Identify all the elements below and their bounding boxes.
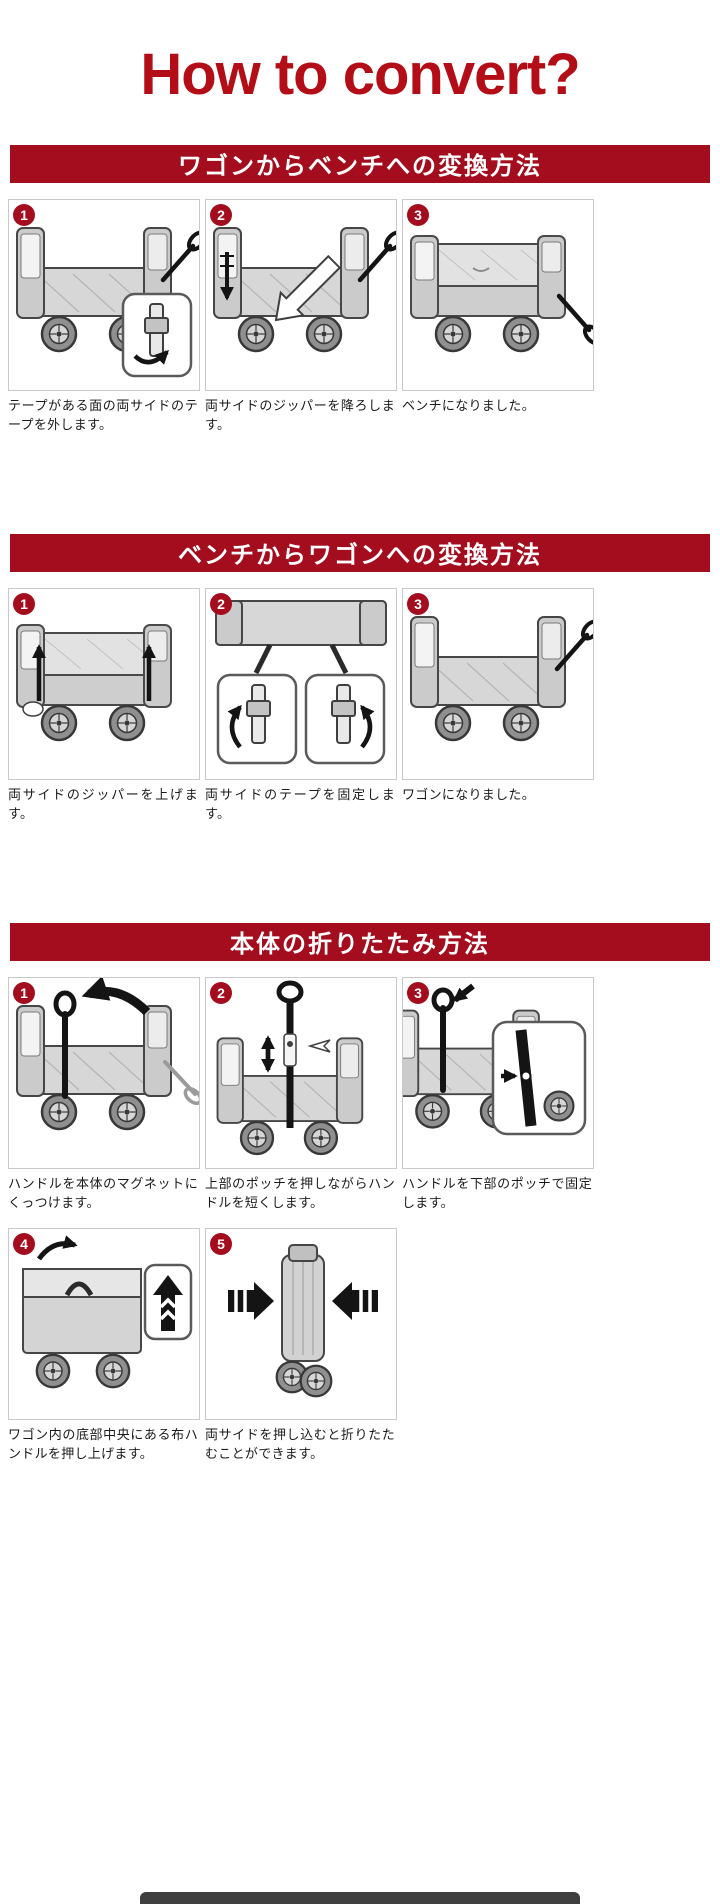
step-number-badge: 3	[407, 981, 429, 1004]
step-card: 1 ハンドルを本体のマグネットにくっつけます。	[8, 976, 200, 1216]
section-wagon-to-bench: ワゴンからベンチへの変換方法 1 テープがある面の両サイドのテープを外します。	[0, 144, 720, 438]
section-bench-to-wagon: ベンチからワゴンへの変換方法 1 両サイドのジッパーを上げます。 2	[0, 533, 720, 827]
illustration-push-sides-to-fold: 5	[205, 1227, 397, 1420]
steps-row: 1 テープがある面の両サイドのテープを外します。 2	[0, 198, 720, 438]
step-caption: 両サイドを押し込むと折りたたむことができます。	[205, 1426, 395, 1462]
step-number-badge: 1	[13, 203, 35, 226]
steps-grid: 1 ハンドルを本体のマグネットにくっつけます。 2	[0, 976, 720, 1467]
step-card: 3 ベンチになりました。	[402, 198, 594, 438]
step-caption: 上部のポッチを押しながらハンドルを短くします。	[205, 1175, 395, 1211]
illustration-converted-to-bench: 3	[402, 198, 594, 391]
step-number-badge: 1	[13, 592, 35, 615]
step-card: 3 ハンドルを下部のポッチで固定します。	[402, 976, 594, 1216]
step-number-badge: 2	[210, 592, 232, 615]
step-caption: ベンチになりました。	[402, 397, 536, 413]
illustration-fix-side-tapes: 2	[205, 587, 397, 780]
step-number-badge: 1	[13, 981, 35, 1004]
step-number-badge: 3	[407, 203, 429, 226]
illustration-converted-to-wagon: 3	[402, 587, 594, 780]
section-banner-folding: 本体の折りたたみ方法	[10, 922, 710, 961]
section-banner-bench-to-wagon: ベンチからワゴンへの変換方法	[10, 533, 710, 572]
step-number-badge: 2	[210, 981, 232, 1004]
illustration-handle-to-magnet: 1	[8, 976, 200, 1169]
section-banner-wagon-to-bench: ワゴンからベンチへの変換方法	[10, 144, 710, 183]
illustration-wagon-remove-side-tape: 1	[8, 198, 200, 391]
step-caption: ハンドルを本体のマグネットにくっつけます。	[8, 1175, 198, 1211]
step-caption: ワゴンになりました。	[402, 786, 536, 802]
page-title: How to convert?	[140, 41, 580, 107]
step-card: 5	[205, 1227, 397, 1467]
illustration-lock-handle-lower-knob: 3	[402, 976, 594, 1169]
illustration-wagon-zippers-down: 2	[205, 198, 397, 391]
step-caption: テープがある面の両サイドのテープを外します。	[8, 397, 198, 433]
step-caption: 両サイドのテープを固定します。	[205, 786, 395, 822]
step-caption: ハンドルを下部のポッチで固定します。	[402, 1175, 592, 1211]
step-card: 4 ワゴン内の底部中央にある	[8, 1227, 200, 1467]
section-folding: 本体の折りたたみ方法 1 ハンドルを本体のマグネットにくっつけます。	[0, 922, 720, 1467]
illustration-press-upper-knob: 2	[205, 976, 397, 1169]
step-card: 1 両サイドのジッパーを上げます。	[8, 587, 200, 827]
steps-row: 1 両サイドのジッパーを上げます。 2	[0, 587, 720, 827]
step-number-badge: 2	[210, 203, 232, 226]
step-card: 1 テープがある面の両サイドのテープを外します。	[8, 198, 200, 438]
step-number-badge: 4	[13, 1232, 35, 1255]
step-caption: 両サイドのジッパーを上げます。	[8, 786, 198, 822]
step-card: 2	[205, 587, 397, 827]
partial-next-banner	[140, 1892, 580, 1904]
step-caption: ワゴン内の底部中央にある布ハンドルを押し上げます。	[8, 1426, 198, 1462]
step-caption: 両サイドのジッパーを降ろします。	[205, 397, 395, 433]
step-number-badge: 3	[407, 592, 429, 615]
illustration-bench-zippers-up: 1	[8, 587, 200, 780]
step-number-badge: 5	[210, 1232, 232, 1255]
step-card: 2 両サイドのジッパーを降ろします。	[205, 198, 397, 438]
step-card: 3 ワゴンになりました。	[402, 587, 594, 827]
step-card: 2 上部のポッチを押しながらハンドルを短くします。	[205, 976, 397, 1216]
illustration-lift-bottom-fabric-handle: 4	[8, 1227, 200, 1420]
